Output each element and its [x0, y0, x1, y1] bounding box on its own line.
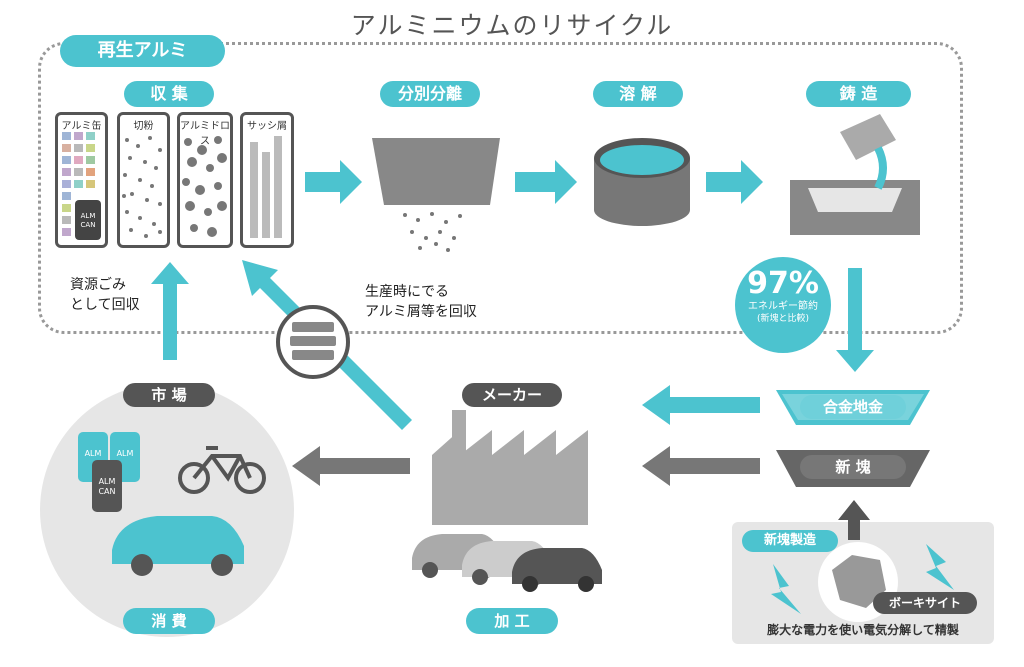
arrow-left-icon: [642, 446, 760, 486]
lightning-icon: [926, 544, 954, 590]
can-text: CAN: [98, 487, 115, 496]
cans-icon: ALM ALM ALM CAN: [78, 432, 140, 512]
can-text: ALM: [99, 477, 116, 486]
card-label: サッシ屑: [247, 121, 287, 132]
note-line: として回収: [70, 297, 140, 313]
stage-melt: 溶 解: [593, 81, 683, 107]
process-label: 加 工: [466, 608, 558, 634]
note-line: 資源ごみ: [70, 277, 126, 293]
energy-percent: 97%: [747, 266, 819, 301]
note-line: 生産時にでる: [365, 284, 449, 300]
arrow-left-icon: [642, 385, 760, 425]
dross-icon: [182, 136, 227, 237]
note-line: アルミ屑等を回収: [365, 304, 477, 320]
bauxite-icon: [832, 555, 886, 608]
consume-label: 消 費: [123, 608, 215, 634]
bauxite-ore-label: ボーキサイト: [873, 592, 977, 614]
energy-sub: (新塊と比較): [756, 314, 810, 324]
note-scrap: 生産時にでる アルミ屑等を回収: [365, 282, 477, 322]
arrow-right-icon: [515, 160, 577, 204]
scrap-stack-icon: [290, 322, 336, 360]
energy-text: 97% エネルギー節約 (新塊と比較): [735, 268, 831, 325]
energy-label: エネルギー節約: [748, 301, 818, 312]
bauxite-panel-label: 新塊製造: [742, 530, 838, 552]
stage-cast: 鋳 造: [806, 81, 911, 107]
can-grid-icon: ALM CAN: [62, 132, 101, 240]
can-text: ALM: [85, 449, 102, 458]
arrow-left-icon: [292, 446, 410, 486]
card-label: アルミドロス: [180, 121, 230, 147]
stage-collect: 収 集: [124, 81, 214, 107]
cars-icon: [412, 534, 602, 592]
card-label: アルミ缶: [61, 121, 102, 132]
note-resource: 資源ごみ として回収: [70, 275, 140, 315]
diagram-title: アルミニウムのリサイクル: [350, 11, 674, 40]
arrow-right-icon: [305, 160, 362, 204]
recycle-boundary: [38, 42, 963, 334]
factory-icon: [432, 410, 588, 525]
can-text: ALM: [117, 449, 134, 458]
lightning-icon: [771, 564, 801, 614]
car-icon: [112, 516, 244, 576]
market-circle: [40, 383, 294, 637]
hopper-icon: [372, 138, 500, 252]
market-label: 市 場: [123, 383, 215, 407]
arrow-up-icon: [151, 262, 189, 360]
can-text: ALM: [81, 212, 96, 220]
chips-icon: [122, 136, 162, 238]
recycle-label: 再生アルミ: [60, 35, 225, 67]
maker-label: メーカー: [462, 383, 562, 407]
casting-icon: [790, 114, 920, 235]
bauxite-caption: 膨大な電力を使い電気分解して精製: [767, 623, 959, 637]
melting-pot-icon: [594, 138, 690, 226]
energy-badge: [735, 257, 831, 353]
stage-sort: 分別分離: [380, 81, 480, 107]
card-label: 切粉: [133, 121, 154, 132]
alloy-ingot-label: 合金地金: [800, 395, 906, 419]
arrow-down-icon: [836, 268, 874, 372]
bicycle-icon: [178, 446, 266, 494]
arrow-up-icon: [838, 500, 870, 540]
arrow-right-icon: [706, 160, 763, 204]
new-ingot-label: 新 塊: [800, 455, 906, 479]
card-chips: 切粉: [117, 112, 170, 248]
can-text: CAN: [81, 221, 96, 229]
sash-icon: [250, 136, 282, 238]
